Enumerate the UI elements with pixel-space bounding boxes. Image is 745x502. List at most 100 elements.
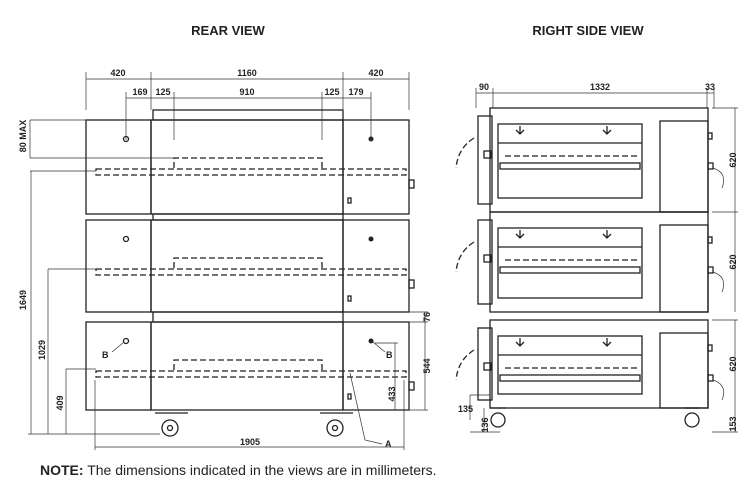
conveyor-tray bbox=[499, 374, 641, 382]
dim-rear-420-right: 420 bbox=[368, 68, 383, 78]
front-door-panel bbox=[477, 327, 493, 401]
power-socket bbox=[707, 374, 714, 382]
conveyor-tray bbox=[499, 162, 641, 170]
control-knob bbox=[408, 279, 415, 289]
control-box bbox=[659, 224, 709, 313]
oven-module-left-section bbox=[85, 219, 152, 313]
dim-rear-1160: 1160 bbox=[237, 68, 257, 78]
conveyor-hood-outline bbox=[173, 257, 323, 268]
connection-point bbox=[122, 337, 130, 345]
control-knob bbox=[707, 132, 713, 140]
conveyor-belt-outline bbox=[95, 168, 407, 176]
power-cable bbox=[712, 167, 725, 189]
control-knob bbox=[707, 344, 713, 352]
door-swing-arc bbox=[455, 241, 475, 273]
dim-rear-76: 76 bbox=[422, 312, 432, 322]
dim-side-33: 33 bbox=[705, 82, 715, 92]
label-b-right: B bbox=[386, 350, 393, 360]
dim-rear-420-left: 420 bbox=[110, 68, 125, 78]
dim-rear-125-right: 125 bbox=[324, 87, 339, 97]
front-door-panel bbox=[477, 219, 493, 305]
caster-hub bbox=[166, 424, 174, 432]
dim-rear-409: 409 bbox=[55, 395, 65, 410]
rear-view-title: REAR VIEW bbox=[191, 23, 265, 38]
dim-rear-544: 544 bbox=[422, 358, 432, 373]
oven-module-center-section bbox=[150, 119, 344, 215]
caster-wheel-icon bbox=[326, 419, 344, 437]
module-spacer bbox=[152, 311, 344, 323]
connection-point bbox=[368, 236, 374, 242]
conveyor-belt-outline bbox=[95, 370, 407, 378]
connection-point bbox=[368, 338, 374, 344]
dim-rear-1029: 1029 bbox=[37, 340, 47, 360]
arrow-down-icon bbox=[515, 338, 612, 347]
power-cable bbox=[712, 379, 725, 401]
caster-wheel-icon bbox=[490, 412, 506, 428]
door-swing-arc bbox=[455, 137, 475, 169]
baking-chamber bbox=[497, 227, 643, 299]
power-socket bbox=[707, 162, 714, 170]
dim-rear-1905: 1905 bbox=[240, 437, 260, 447]
arrow-down-icon bbox=[515, 230, 612, 239]
conveyor-hood-outline bbox=[173, 157, 323, 168]
caster-wheel-icon bbox=[161, 419, 179, 437]
conveyor-hood-outline bbox=[173, 359, 323, 370]
dim-side-1332: 1332 bbox=[590, 82, 610, 92]
side-view-title: RIGHT SIDE VIEW bbox=[532, 23, 644, 38]
label-b-left: B bbox=[102, 350, 109, 360]
dim-rear-80max: 80 MAX bbox=[18, 120, 28, 153]
baking-chamber bbox=[497, 123, 643, 199]
door-handle bbox=[483, 254, 492, 263]
note: NOTE: The dimensions indicated in the vi… bbox=[40, 462, 437, 478]
caster-hub bbox=[331, 424, 339, 432]
dim-rear-125-left: 125 bbox=[155, 87, 170, 97]
control-box bbox=[659, 120, 709, 213]
conveyor-belt-outline bbox=[95, 268, 407, 276]
dim-rear-910: 910 bbox=[239, 87, 254, 97]
oven-module-right-section bbox=[342, 119, 410, 215]
door-handle bbox=[483, 362, 492, 371]
top-vent-strip bbox=[152, 109, 344, 121]
conveyor-tray bbox=[499, 266, 641, 274]
control-knob bbox=[707, 236, 713, 244]
door-handle bbox=[483, 150, 492, 159]
dim-side-620-3: 620 bbox=[728, 356, 738, 371]
oven-module-right-section bbox=[342, 219, 410, 313]
rear-view bbox=[28, 72, 428, 450]
oven-module-center-section bbox=[150, 321, 344, 411]
dim-side-620-2: 620 bbox=[728, 254, 738, 269]
dimension-line bbox=[111, 341, 125, 353]
dimension-line bbox=[372, 341, 386, 353]
connection-point bbox=[122, 235, 130, 243]
dim-rear-1649: 1649 bbox=[18, 290, 28, 310]
label-a: A bbox=[385, 439, 392, 449]
control-knob bbox=[408, 179, 415, 189]
front-door-panel bbox=[477, 115, 493, 205]
control-knob bbox=[408, 381, 415, 391]
dim-side-153: 153 bbox=[728, 416, 738, 431]
dim-side-135: 135 bbox=[458, 404, 473, 414]
oven-module-left-section bbox=[85, 321, 152, 411]
dim-side-90: 90 bbox=[479, 82, 489, 92]
dim-rear-433: 433 bbox=[387, 386, 397, 401]
module-spacer bbox=[152, 213, 344, 221]
dim-rear-179: 179 bbox=[348, 87, 363, 97]
handle bbox=[347, 393, 352, 400]
power-cable bbox=[712, 271, 725, 293]
door-swing-arc bbox=[455, 349, 475, 381]
note-text: The dimensions indicated in the views ar… bbox=[83, 462, 437, 478]
dim-rear-169: 169 bbox=[132, 87, 147, 97]
oven-module-left-section bbox=[85, 119, 152, 215]
note-label: NOTE: bbox=[40, 462, 84, 478]
arrow-down-icon bbox=[515, 126, 612, 135]
oven-module-body bbox=[489, 211, 709, 313]
control-box bbox=[659, 332, 709, 409]
dim-side-136: 136 bbox=[480, 417, 490, 432]
caster-wheel-icon bbox=[684, 412, 700, 428]
right-side-view bbox=[455, 88, 738, 433]
power-socket bbox=[707, 266, 714, 274]
dim-side-620-1: 620 bbox=[728, 152, 738, 167]
oven-module-center-section bbox=[150, 219, 344, 313]
oven-module-right-section bbox=[342, 321, 410, 411]
